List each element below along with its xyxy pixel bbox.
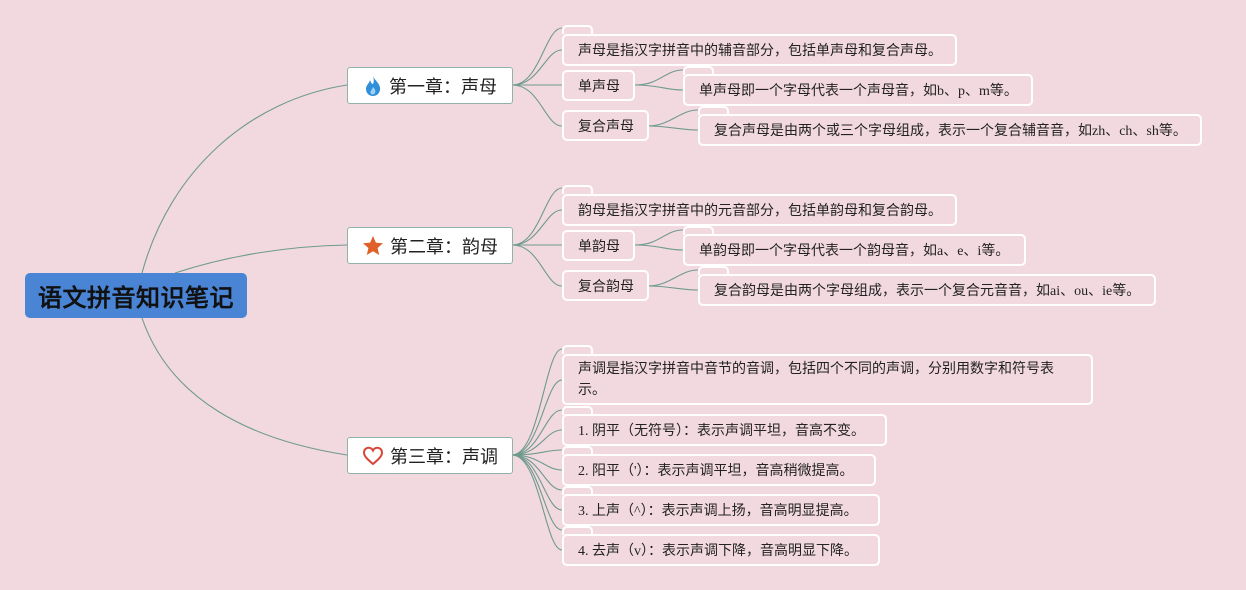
group-label: 单韵母	[578, 239, 620, 255]
star-icon	[363, 235, 383, 255]
tone-4-node[interactable]: 4. 去声（v）：表示声调下降，音高明显下降。	[562, 534, 880, 566]
tone-text: 4. 去声（v）：表示声调下降，音高明显下降。	[578, 544, 858, 559]
group-detail-text: 复合韵母是由两个字母组成，表示一个复合元音音，如ai、ou、ie等。	[714, 284, 1141, 299]
empty-node-stub	[698, 106, 729, 115]
chapter-3-definition[interactable]: 声调是指汉字拼音中音节的音调，包括四个不同的声调，分别用数字和符号表示。	[562, 354, 1093, 405]
group-label: 复合韵母	[578, 279, 634, 295]
root-to-ch1-link	[141, 84, 348, 274]
root-topic[interactable]: 语文拼音知识笔记	[25, 273, 247, 318]
empty-node-stub	[562, 446, 593, 455]
empty-node-stub	[562, 486, 593, 495]
empty-node-stub	[683, 66, 714, 75]
chapter-1-definition[interactable]: 声母是指汉字拼音中的辅音部分，包括单声母和复合声母。	[562, 34, 957, 66]
empty-node-stub	[562, 25, 593, 34]
tone-3-node[interactable]: 3. 上声（^）：表示声调上扬，音高明显提高。	[562, 494, 880, 526]
chapter-2-title: 第二章：韵母	[390, 236, 498, 258]
heart-icon	[362, 446, 384, 465]
chapter-2-definition[interactable]: 韵母是指汉字拼音中的元音部分，包括单韵母和复合韵母。	[562, 194, 957, 226]
chapter-1-definition-text: 声母是指汉字拼音中的辅音部分，包括单声母和复合声母。	[578, 44, 942, 59]
empty-node-stub	[698, 266, 729, 275]
group-detail-text: 复合声母是由两个或三个字母组成，表示一个复合辅音音，如zh、ch、sh等。	[714, 124, 1187, 139]
chapter-3-definition-text: 声调是指汉字拼音中音节的音调，包括四个不同的声调，分别用数字和符号表示。	[578, 361, 1054, 398]
empty-node-stub	[562, 345, 593, 354]
chapter-1-group-2[interactable]: 复合声母	[562, 110, 649, 141]
chapter-1-group-1-detail[interactable]: 单声母即一个字母代表一个声母音，如b、p、m等。	[683, 74, 1033, 106]
chapter-2-definition-text: 韵母是指汉字拼音中的元音部分，包括单韵母和复合韵母。	[578, 204, 942, 219]
tone-text: 1. 阴平（无符号）：表示声调平坦，音高不变。	[578, 424, 865, 439]
chapter-2-group-1-detail[interactable]: 单韵母即一个字母代表一个韵母音，如a、e、i等。	[683, 234, 1026, 266]
chapter-3-node[interactable]: 第三章：声调	[347, 437, 513, 474]
empty-node-stub	[562, 185, 593, 194]
group-detail-text: 单声母即一个字母代表一个声母音，如b、p、m等。	[699, 84, 1018, 99]
empty-node-stub	[562, 406, 593, 415]
empty-node-stub	[683, 226, 714, 235]
chapter-1-group-2-detail[interactable]: 复合声母是由两个或三个字母组成，表示一个复合辅音音，如zh、ch、sh等。	[698, 114, 1202, 146]
group-label: 单声母	[578, 79, 620, 95]
tone-text: 2. 阳平（'）：表示声调平坦，音高稍微提高。	[578, 464, 854, 479]
group-label: 复合声母	[578, 119, 634, 135]
chapter-3-title: 第三章：声调	[390, 446, 498, 468]
root-to-ch3-link	[141, 317, 348, 456]
tone-text: 3. 上声（^）：表示声调上扬，音高明显提高。	[578, 504, 858, 519]
chapter-1-node[interactable]: 第一章：声母	[347, 67, 513, 104]
chapter-2-group-2-detail[interactable]: 复合韵母是由两个字母组成，表示一个复合元音音，如ai、ou、ie等。	[698, 274, 1156, 306]
tone-1-node[interactable]: 1. 阴平（无符号）：表示声调平坦，音高不变。	[562, 414, 887, 446]
chapter-1-group-1[interactable]: 单声母	[562, 70, 635, 101]
chapter-2-group-2[interactable]: 复合韵母	[562, 270, 649, 301]
chapter-2-node[interactable]: 第二章：韵母	[347, 227, 513, 264]
tone-2-node[interactable]: 2. 阳平（'）：表示声调平坦，音高稍微提高。	[562, 454, 876, 486]
group-detail-text: 单韵母即一个字母代表一个韵母音，如a、e、i等。	[699, 244, 1010, 259]
fire-icon	[366, 75, 381, 96]
root-title: 语文拼音知识笔记	[38, 284, 234, 312]
empty-node-stub	[562, 526, 593, 535]
chapter-1-title: 第一章：声母	[389, 76, 497, 98]
chapter-2-group-1[interactable]: 单韵母	[562, 230, 635, 261]
root-to-ch2-link	[174, 244, 348, 274]
